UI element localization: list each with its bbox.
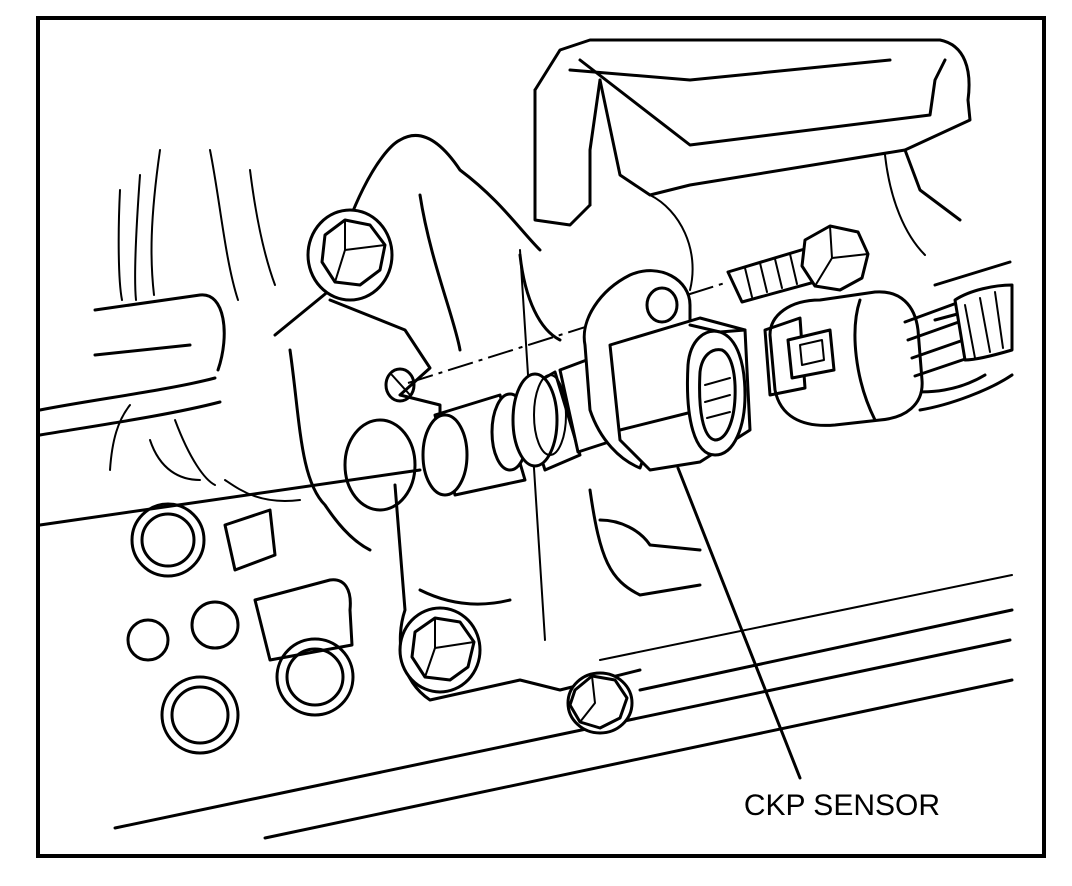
engine-block [38, 38, 1014, 840]
callout-label: CKP SENSOR [744, 789, 940, 822]
mounting-bolt-rail [566, 671, 634, 735]
callout-leader-line [676, 466, 802, 780]
ckp-sensor [421, 269, 752, 497]
bolt-hole [384, 367, 416, 403]
retaining-screw [726, 224, 870, 304]
mounting-bolt-lower [398, 606, 482, 694]
alignment-line [407, 281, 729, 384]
mounting-bolt-upper [306, 208, 394, 302]
wiring-harness-connector [763, 283, 1014, 427]
sensor-bore [343, 418, 417, 512]
figure-frame [36, 16, 1046, 858]
